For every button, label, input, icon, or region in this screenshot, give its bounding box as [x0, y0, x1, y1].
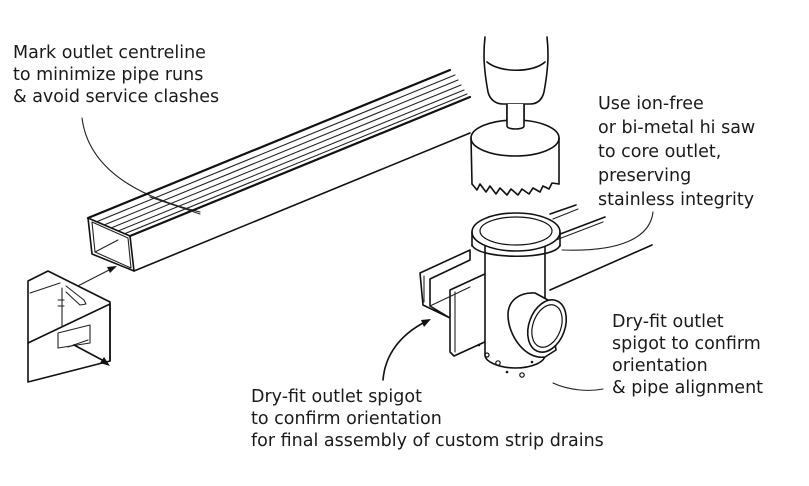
- callout-line: Mark outlet centreline: [13, 43, 206, 63]
- callout-dry-fit-bottom: Dry-fit outlet spigot to confirm orienta…: [251, 386, 604, 452]
- leader-core-outlet: [561, 211, 654, 251]
- callout-line: Dry-fit outlet spigot: [251, 387, 422, 407]
- channel-section: [419, 204, 653, 357]
- callout-line: stainless integrity: [598, 190, 755, 210]
- callout-line: for final assembly of custom strip drain…: [251, 431, 604, 451]
- callout-line: orientation: [612, 356, 708, 376]
- hole-saw: [470, 104, 560, 196]
- callout-line: Use ion-free: [598, 94, 704, 114]
- end-cap-block: [27, 270, 111, 383]
- strip-drain-channel: [86, 68, 472, 272]
- callout-line: Dry-fit outlet: [612, 312, 724, 332]
- callout-line: to confirm orientation: [251, 409, 442, 429]
- callout-line: preserving: [598, 166, 692, 186]
- callout-line: & pipe alignment: [612, 378, 764, 398]
- side-spigot: [507, 292, 568, 358]
- leader-dry-fit-bottom: [382, 319, 431, 381]
- callout-mark-centreline: Mark outlet centreline to minimize pipe …: [13, 42, 219, 108]
- callout-line: to minimize pipe runs: [13, 65, 204, 85]
- leader-dry-fit-right: [552, 382, 604, 391]
- leader-centreline: [81, 117, 201, 213]
- swarf-particles: [477, 343, 534, 378]
- callout-line: or bi-metal hi saw: [598, 118, 756, 138]
- callout-line: to core outlet,: [598, 142, 722, 162]
- callout-dry-fit-right: Dry-fit outlet spigot to confirm orienta…: [612, 311, 763, 399]
- callout-core-outlet: Use ion-free or bi-metal hi saw to core …: [598, 92, 755, 212]
- callout-line: spigot to confirm: [612, 334, 761, 354]
- callout-line: & avoid service clashes: [13, 87, 220, 107]
